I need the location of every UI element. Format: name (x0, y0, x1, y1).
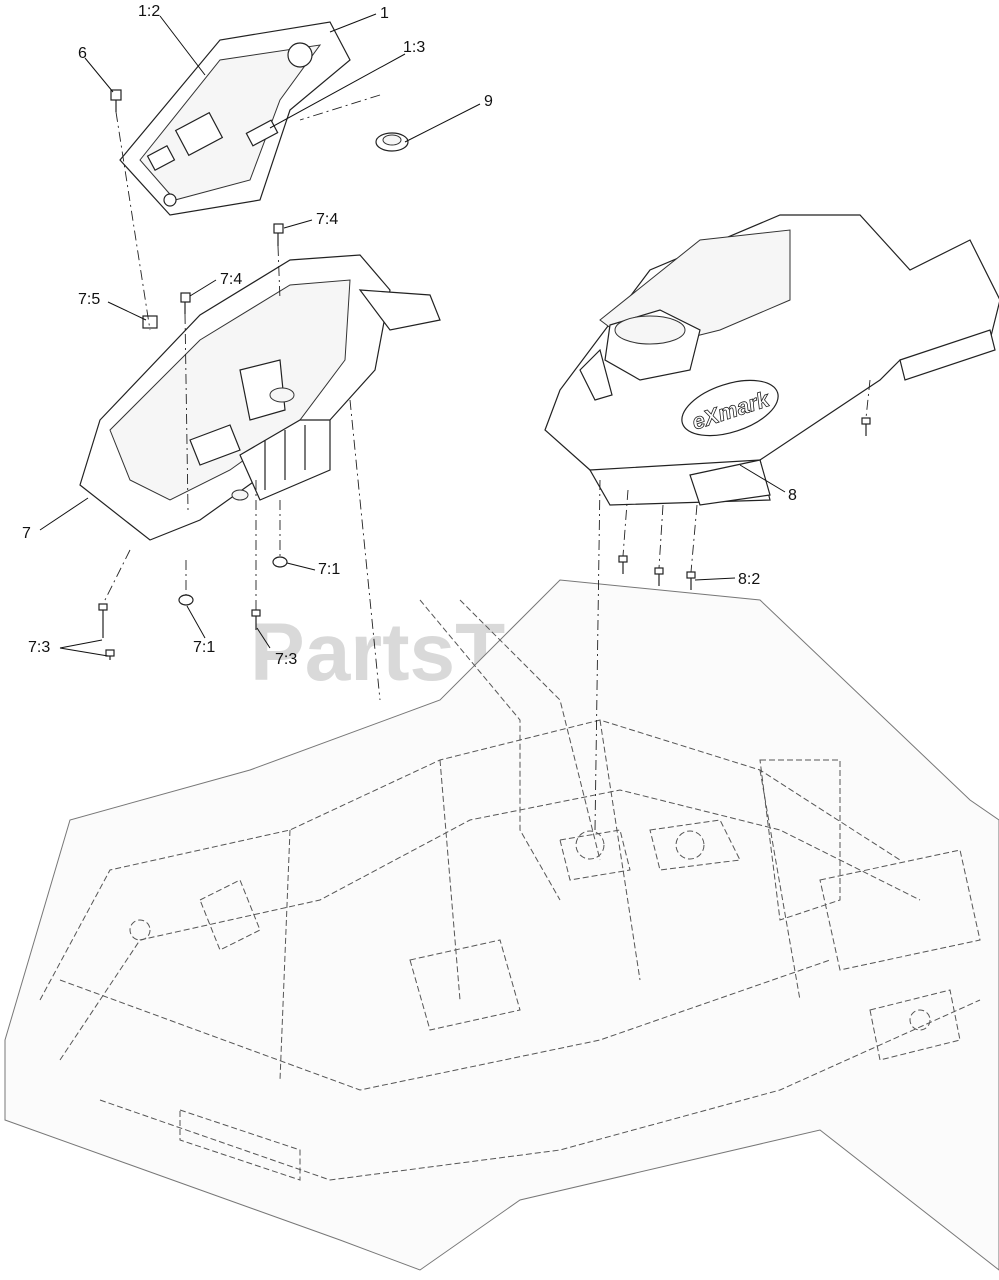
screw-part-6 (110, 89, 122, 112)
hardware-7-3-b (105, 649, 115, 660)
hardware-7-1-b (178, 594, 194, 606)
hardware-8-2-b (654, 567, 664, 586)
callout-1: 1 (380, 5, 389, 22)
callout-8-2: 8:2 (738, 571, 760, 588)
callout-7-1-b: 7:1 (193, 639, 215, 656)
alignment-lines (102, 94, 871, 831)
hardware-7-5 (142, 315, 158, 329)
callout-1-2: 1:2 (138, 3, 160, 20)
control-panel-plate (119, 21, 351, 216)
callout-6: 6 (78, 45, 87, 62)
chassis-frame (4, 579, 999, 1271)
callout-7-4-b: 7:4 (220, 271, 242, 288)
callout-7-3-b: 7:3 (275, 651, 297, 668)
hardware-7-3-a (98, 603, 108, 638)
callout-7-1-a: 7:1 (318, 561, 340, 578)
right-console-pod: eXmark (544, 214, 999, 506)
callout-9: 9 (484, 93, 493, 110)
callout-1-3: 1:3 (403, 39, 425, 56)
callout-7: 7 (22, 525, 31, 542)
hardware-8-2-a (618, 555, 628, 574)
left-console-pod (79, 254, 441, 541)
leader-lines (39, 13, 786, 657)
hardware-7-4-a (273, 223, 284, 246)
callout-labels: 1 1:2 1:3 6 9 7:4 7:4 7:5 7 7:1 7:1 7:3 … (22, 3, 797, 668)
hardware-8-2-c (686, 571, 696, 590)
hardware-7-4-b (180, 292, 191, 314)
hardware-7-1-a (272, 556, 288, 568)
hardware-8-2-d (861, 417, 871, 436)
callout-7-3-a: 7:3 (28, 639, 50, 656)
callout-7-5: 7:5 (78, 291, 100, 308)
grommet-part (375, 132, 409, 152)
callout-7-4-a: 7:4 (316, 211, 338, 228)
callout-8: 8 (788, 487, 797, 504)
